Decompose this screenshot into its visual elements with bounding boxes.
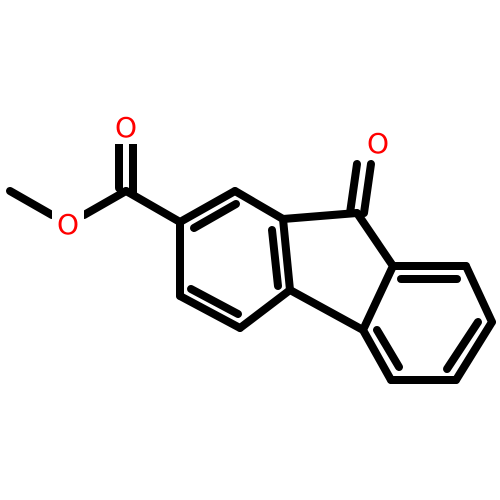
bond-left-ring-5	[176, 292, 244, 332]
bonds	[6, 138, 496, 384]
bond-right-ring-3-inner	[443, 318, 482, 373]
bond-left-ring-3-inner	[268, 226, 282, 290]
bond-ketone-double-b	[360, 160, 375, 217]
bond-ketone-double-a	[346, 160, 361, 217]
atom-labels: O O O	[52, 111, 394, 242]
bond-right-ring-3	[452, 318, 496, 384]
bond-carbonyl-to-ring	[122, 187, 184, 226]
bond-five-ring-top-right	[353, 209, 397, 270]
bond-left-ring-3	[279, 215, 294, 294]
bond-right-ring-5-inner	[373, 326, 403, 371]
ester-carbonyl-oxygen-label: O	[115, 111, 137, 144]
bond-five-ring-bottom	[286, 286, 367, 334]
bond-right-ring-5	[359, 326, 395, 384]
bond-right-ring-2	[462, 262, 496, 326]
bond-methyl-ether-oxygen	[6, 187, 56, 219]
bond-ether-oxygen-carbonyl-carbon	[80, 187, 130, 219]
bond-left-ring-5-inner	[187, 285, 242, 318]
atom-ester-carbonyl-oxygen: O	[110, 111, 142, 144]
bond-five-ring-top-left	[279, 209, 361, 223]
atom-ketone-oxygen: O	[362, 127, 394, 160]
atom-ester-ether-oxygen: O	[52, 208, 84, 242]
bond-five-ring-right	[359, 262, 397, 334]
bond-left-ring-1	[176, 187, 239, 226]
bond-left-ring-4	[236, 286, 294, 332]
bond-left-ring-1-inner	[190, 200, 240, 232]
ketone-oxygen-label: O	[367, 127, 389, 160]
bond-left-ring-2	[231, 187, 287, 223]
ester-ether-oxygen-label: O	[57, 208, 79, 241]
